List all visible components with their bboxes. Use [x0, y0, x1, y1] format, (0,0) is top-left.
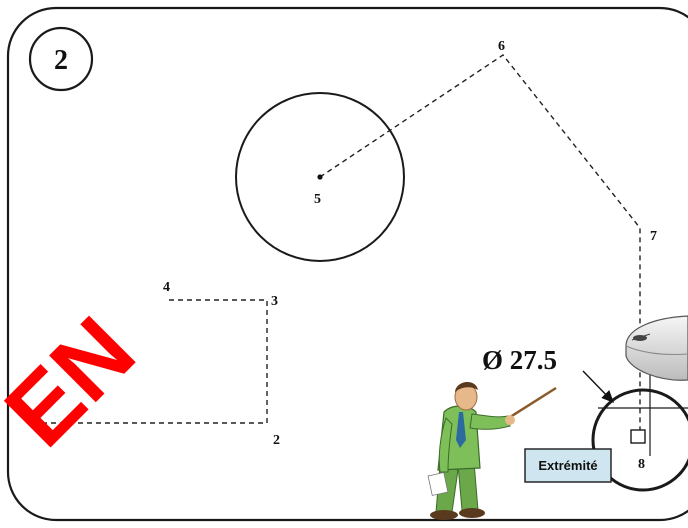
mouse-icon: [625, 315, 688, 381]
dimension-label: Ø 27.5: [482, 345, 557, 375]
point-label-3: 3: [271, 294, 278, 309]
dashed-path-5-8: [319, 54, 641, 437]
step-badge-circle: [28, 26, 94, 92]
endpoint-tooltip: Extrémité: [524, 448, 612, 483]
step-badge: 2: [28, 26, 94, 92]
point-label-8: 8: [638, 457, 645, 472]
step-number: 2: [54, 45, 68, 76]
point-label-2: 2: [273, 433, 280, 448]
circle-8: [591, 388, 688, 492]
point-5-dot: [317, 174, 323, 180]
point-label-7: 7: [650, 229, 657, 244]
point-label-6: 6: [498, 39, 505, 54]
dashed-path-4-2: [40, 299, 268, 424]
watermark-text: EN: [0, 297, 155, 467]
tooltip-box: [524, 448, 612, 483]
point-label-4: 4: [163, 280, 170, 295]
dimension-leader: [582, 370, 614, 404]
circle-5: [235, 92, 405, 262]
presenter-figure-icon: [427, 381, 557, 520]
pick-box: [630, 429, 646, 444]
point-label-5: 5: [314, 192, 321, 207]
page-frame: [6, 6, 688, 522]
tooltip-label: Extrémité: [538, 458, 597, 473]
